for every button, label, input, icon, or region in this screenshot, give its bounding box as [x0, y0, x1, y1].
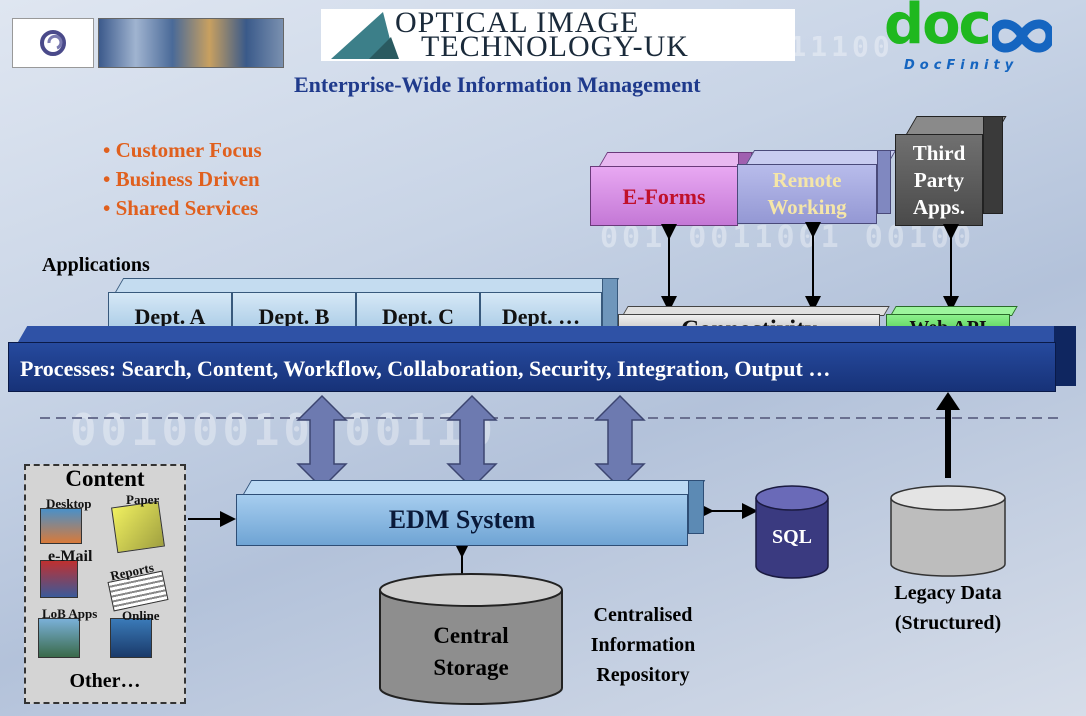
sql-label: SQL — [771, 526, 813, 548]
content-item-desktop: Desktop — [46, 496, 92, 511]
docfinity-subtitle: DocFinity — [904, 58, 1019, 73]
content-footer: Other… — [69, 670, 141, 692]
docfinity-brand: doc — [884, 0, 992, 57]
applications-label: Applications — [42, 254, 150, 276]
key-points-list: Customer Focus Business Driven Shared Se… — [103, 136, 262, 223]
legacy-data-label: Legacy Data (Structured) — [894, 582, 1002, 634]
legacy-database-icon — [890, 485, 1006, 577]
bullet-item: Shared Services — [103, 194, 262, 223]
mailbox-icon — [40, 560, 78, 598]
oit-logo-line2: TECHNOLOGY-UK — [421, 30, 689, 63]
infinity-icon — [992, 19, 1052, 53]
remote-working-label: Remote Working — [737, 164, 877, 224]
remote-working-box: Remote Working — [737, 150, 897, 226]
content-item-email: e-Mail — [48, 548, 93, 565]
paper-stack-icon — [111, 500, 165, 554]
central-storage-label: Central Storage — [433, 623, 509, 680]
lob-apps-icon — [38, 618, 80, 658]
oit-logo-line1: OPTICAL IMAGE — [395, 6, 640, 39]
repository-label: Centralised Information Repository — [590, 604, 696, 686]
content-item-online: Online — [122, 608, 160, 623]
online-computer-icon — [110, 618, 152, 658]
sql-database-icon — [755, 485, 829, 579]
processes-bar: Processes: Search, Content, Workflow, Co… — [8, 326, 1086, 394]
content-item-lob-apps: LoB Apps — [42, 606, 98, 621]
processes-prefix: Processes: — [20, 356, 117, 381]
content-sources-box: Content Desktop Paper e-Mail Reports LoB… — [24, 464, 186, 704]
central-storage-icon — [379, 573, 563, 705]
content-title: Content — [65, 466, 145, 491]
docfinity-logo: doc DocFinity — [880, 0, 1060, 76]
edm-system-label: EDM System — [236, 494, 688, 546]
ccube-photo-strip — [98, 18, 284, 68]
eforms-box: E-Forms — [590, 152, 758, 228]
bullet-item: Business Driven — [103, 165, 262, 194]
oit-logo: OPTICAL IMAGE TECHNOLOGY-UK — [321, 6, 795, 63]
third-party-label: Third Party Apps. — [895, 134, 983, 226]
eforms-label: E-Forms — [590, 166, 738, 226]
processes-list: Search, Content, Workflow, Collaboration… — [121, 356, 831, 381]
bullet-item: Customer Focus — [103, 136, 262, 165]
desktop-user-icon — [40, 508, 82, 544]
content-item-paper: Paper — [126, 492, 160, 507]
ccube-logo — [12, 18, 94, 68]
third-party-box: Third Party Apps. — [895, 116, 1007, 228]
edm-system-box: EDM System — [236, 480, 708, 546]
page-title: Enterprise-Wide Information Management — [294, 72, 701, 97]
background-binary-text: 00100010 00110 — [70, 405, 497, 456]
